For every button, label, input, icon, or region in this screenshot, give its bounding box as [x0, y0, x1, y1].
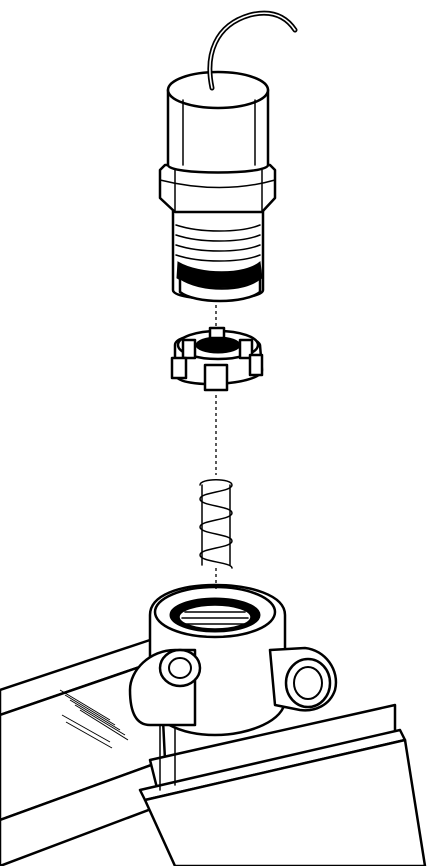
threaded-stem — [171, 208, 265, 303]
wire-lead — [207, 10, 298, 91]
castellated-nut — [170, 326, 264, 392]
coil-spring — [199, 479, 233, 569]
frame-hatching — [59, 689, 129, 749]
tee-fitting — [128, 583, 338, 737]
sensor-cap — [166, 70, 270, 174]
mounting-frame — [0, 638, 427, 866]
